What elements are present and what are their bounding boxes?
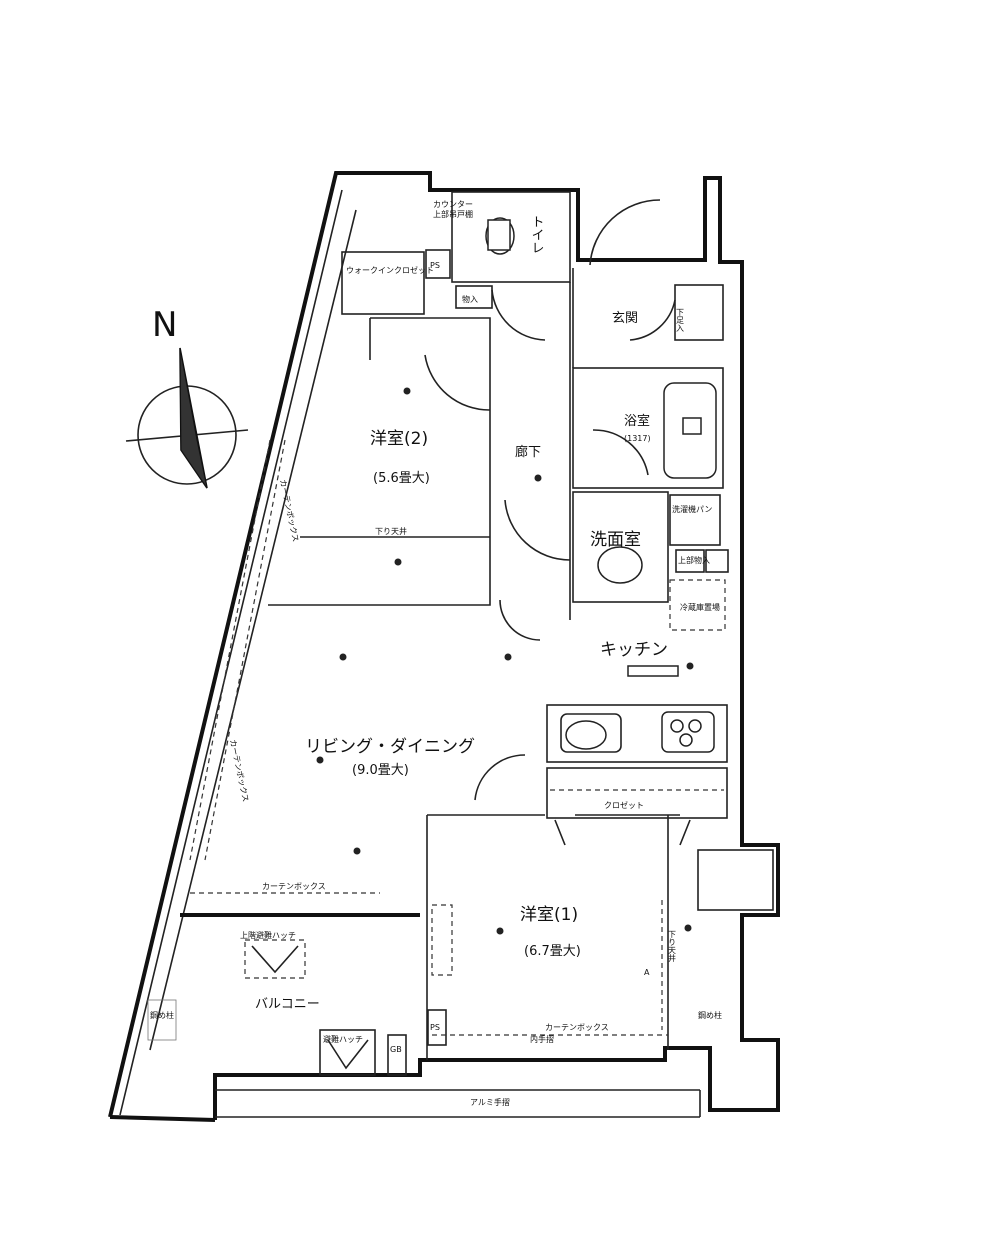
laundry-pan-label: 洗濯機パン <box>672 504 712 514</box>
living-dining-size: (9.0畳大) <box>352 763 409 778</box>
western-room-1-name: 洋室(1) <box>520 905 578 925</box>
gb-label: GB <box>390 1045 402 1054</box>
room-labels: 洋室(2) (5.6畳大) リビング・ダイニング (9.0畳大) 洋室(1) (… <box>255 215 668 1012</box>
lowered-ceiling-r1-label: 下り天井 <box>668 930 677 963</box>
evac-hatch-upper-label: 上階避難ハッチ <box>240 930 296 940</box>
window-bottom-label: 内手摺 <box>530 1034 554 1044</box>
compass: N <box>125 305 249 489</box>
ps-label: PS <box>430 261 440 270</box>
lowered-ceiling-r2-label: 下り天井 <box>375 526 407 536</box>
compass-needle-dark <box>179 347 208 489</box>
curtain-box-r1-label: カーテンボックス <box>545 1023 609 1032</box>
ps-balcony-label: PS <box>430 1023 440 1032</box>
outer-walls <box>108 171 780 1122</box>
fixtures <box>485 217 717 753</box>
hallway-name: 廊下 <box>515 444 541 460</box>
western-room-2-name: 洋室(2) <box>370 429 428 449</box>
storage-label: 物入 <box>462 294 478 304</box>
curtain-box-side-a-label: カーテンボックス <box>278 479 300 543</box>
evac-hatch-label: 避難ハッチ <box>323 1034 363 1044</box>
column-left-label: 鋼め柱 <box>150 1010 174 1020</box>
interior-walls <box>147 191 774 1076</box>
bathroom-name: 浴室 <box>624 413 650 429</box>
living-dining-name: リビング・ダイニング <box>305 737 475 757</box>
north-label: N <box>152 305 177 345</box>
kitchen-name: キッチン <box>600 640 668 660</box>
upper-storage-wash-label: 上部物入 <box>678 555 710 565</box>
aluminum-handrail-label: アルミ手摺 <box>470 1097 510 1107</box>
curtain-box-ld-label: カーテンボックス <box>262 882 326 891</box>
western-room-2-size: (5.6畳大) <box>373 471 430 486</box>
ceiling-lights <box>316 387 694 935</box>
curtain-box-side-b-label: カーテンボックス <box>228 739 250 803</box>
counter-label: カウンター <box>433 200 473 209</box>
doors <box>424 199 691 846</box>
western-room-1-size: (6.7畳大) <box>524 944 581 959</box>
bathroom-size: (1317) <box>624 434 651 443</box>
annotation-labels: ウォークインクロゼット クロゼット 物入 PS PS GB カウンター 上部吊戸… <box>150 200 722 1107</box>
section-marker-label: A <box>644 968 650 977</box>
fridge-space-label: 冷蔵庫置場 <box>680 602 720 612</box>
wash-basin <box>597 546 643 584</box>
column-right-label: 鋼め柱 <box>698 1010 722 1020</box>
toilet-name: トイレ <box>529 215 544 254</box>
kitchen-sink <box>565 720 607 750</box>
shoe-box-label: 下足入 <box>676 308 685 332</box>
washroom-name: 洗面室 <box>590 530 641 550</box>
upper-storage-label: 上部吊戸棚 <box>433 209 473 219</box>
balcony-name: バルコニー <box>255 997 320 1012</box>
walk-in-closet-label: ウォークインクロゼット <box>346 265 434 275</box>
entrance-name: 玄関 <box>612 311 638 326</box>
closet-label: クロゼット <box>604 800 644 810</box>
